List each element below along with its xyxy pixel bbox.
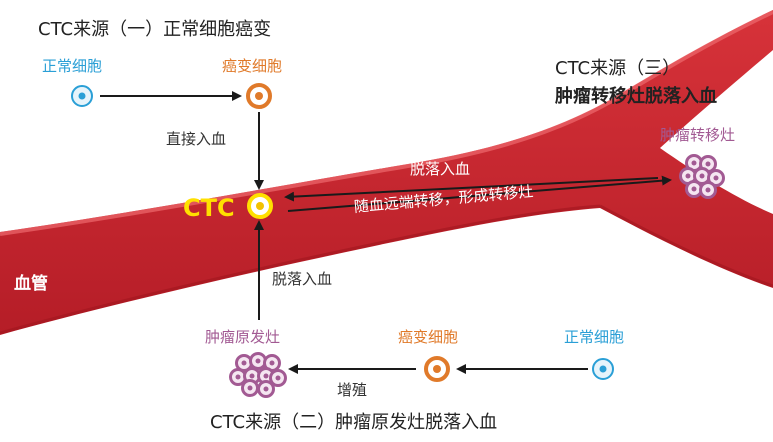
ctc-label: CTC	[183, 194, 235, 222]
shed-right-label: 脱落入血	[410, 160, 471, 178]
tumor-cell-nucleus	[241, 360, 247, 366]
normal-cell-top-icon	[71, 85, 93, 107]
primary-tumor-label: 肿瘤原发灶	[205, 328, 281, 346]
cancer-cell-top-icon	[246, 83, 272, 109]
arrow-shed-right	[284, 177, 659, 202]
tumor-cell-nucleus	[263, 386, 269, 392]
normal-cell-top-label: 正常细胞	[42, 57, 103, 75]
source-three-title-line1: CTC来源（三）	[555, 58, 681, 79]
cancer-cell-bottom-icon	[424, 356, 450, 382]
tumor-cell-nucleus	[685, 173, 691, 179]
direct-entry-label: 直接入血	[166, 130, 227, 148]
tumor-cell-nucleus	[235, 374, 241, 380]
normal-cell-bottom-icon	[592, 358, 614, 380]
tumor-cell-nucleus	[249, 373, 255, 379]
proliferate-label: 增殖	[337, 381, 368, 399]
source-three-title-line2: 肿瘤转移灶脱落入血	[555, 86, 717, 107]
tumor-cell-nucleus	[263, 373, 269, 379]
arrow-circulate	[287, 175, 672, 212]
tumor-cell-nucleus	[275, 375, 281, 381]
cancer-cell-top-label: 癌变细胞	[222, 57, 283, 75]
tumor-cell-nucleus	[705, 161, 711, 167]
blood-vessel	[0, 0, 773, 335]
tumor-cell-nucleus	[255, 358, 261, 364]
vessel-label: 血管	[14, 274, 48, 294]
cancer-cell-bottom-label: 癌变细胞	[398, 328, 459, 346]
normal-cell-bottom-label: 正常细胞	[564, 328, 625, 346]
tumor-cell-nucleus	[247, 385, 253, 391]
ctc-cell-icon	[247, 193, 273, 219]
tumor-cell-nucleus	[699, 173, 705, 179]
source-two-title: CTC来源（二）肿瘤原发灶脱落入血	[210, 412, 498, 433]
primary-tumor-cluster-icon	[229, 352, 287, 398]
source-one-title: CTC来源（一）正常细胞癌变	[38, 19, 272, 40]
shed-bottom-label: 脱落入血	[272, 270, 333, 288]
tumor-cell-nucleus	[691, 186, 697, 192]
tumor-cell-nucleus	[269, 360, 275, 366]
metastasis-label: 肿瘤转移灶	[660, 126, 736, 144]
tumor-cell-nucleus	[705, 187, 711, 193]
tumor-cell-nucleus	[691, 160, 697, 166]
metastasis-cluster-icon	[679, 154, 725, 199]
tumor-cell-nucleus	[713, 175, 719, 181]
